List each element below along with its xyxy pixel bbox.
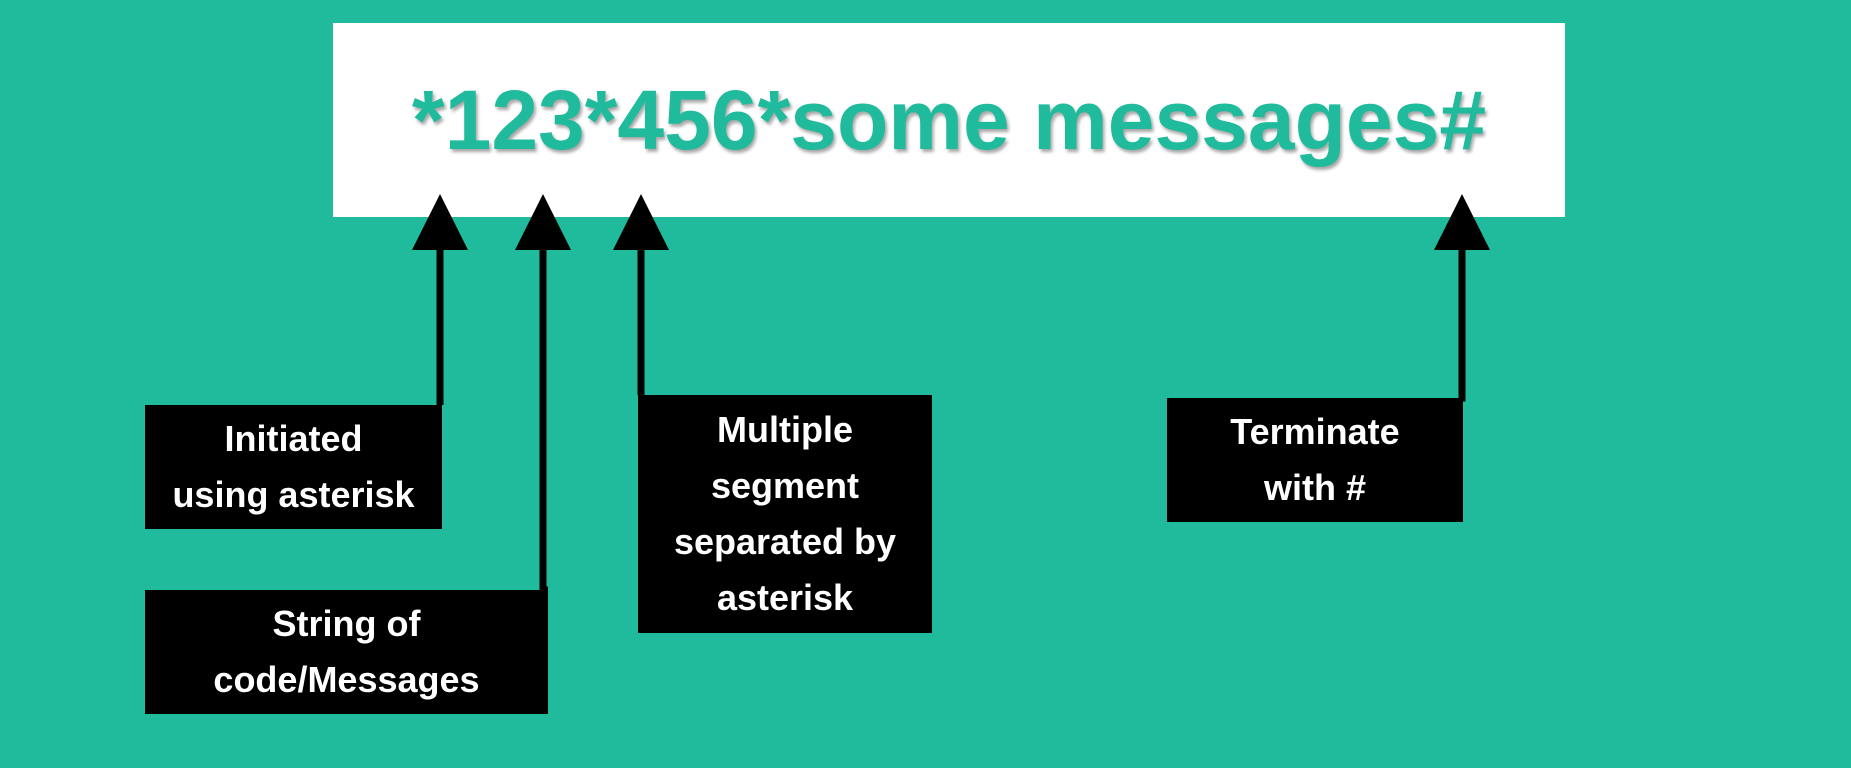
arrow-string bbox=[515, 194, 571, 594]
callout-terminate: Terminate with # bbox=[1167, 398, 1463, 522]
arrow-terminate bbox=[1434, 194, 1490, 402]
callout-multiple-label: Multiple segment separated by asterisk bbox=[673, 409, 897, 618]
callout-string-of-code: String of code/Messages bbox=[145, 590, 548, 714]
callout-initiated-label: Initiated using asterisk bbox=[172, 418, 415, 515]
callout-terminate-label: Terminate with # bbox=[1230, 411, 1400, 508]
callout-string-label: String of code/Messages bbox=[213, 603, 480, 700]
callout-multiple-segment: Multiple segment separated by asterisk bbox=[638, 395, 932, 633]
code-string: *123*456*some messages# bbox=[411, 72, 1487, 167]
callout-initiated: Initiated using asterisk bbox=[145, 405, 442, 529]
code-box: *123*456*some messages# bbox=[333, 23, 1565, 217]
arrow-initiated bbox=[412, 194, 468, 409]
